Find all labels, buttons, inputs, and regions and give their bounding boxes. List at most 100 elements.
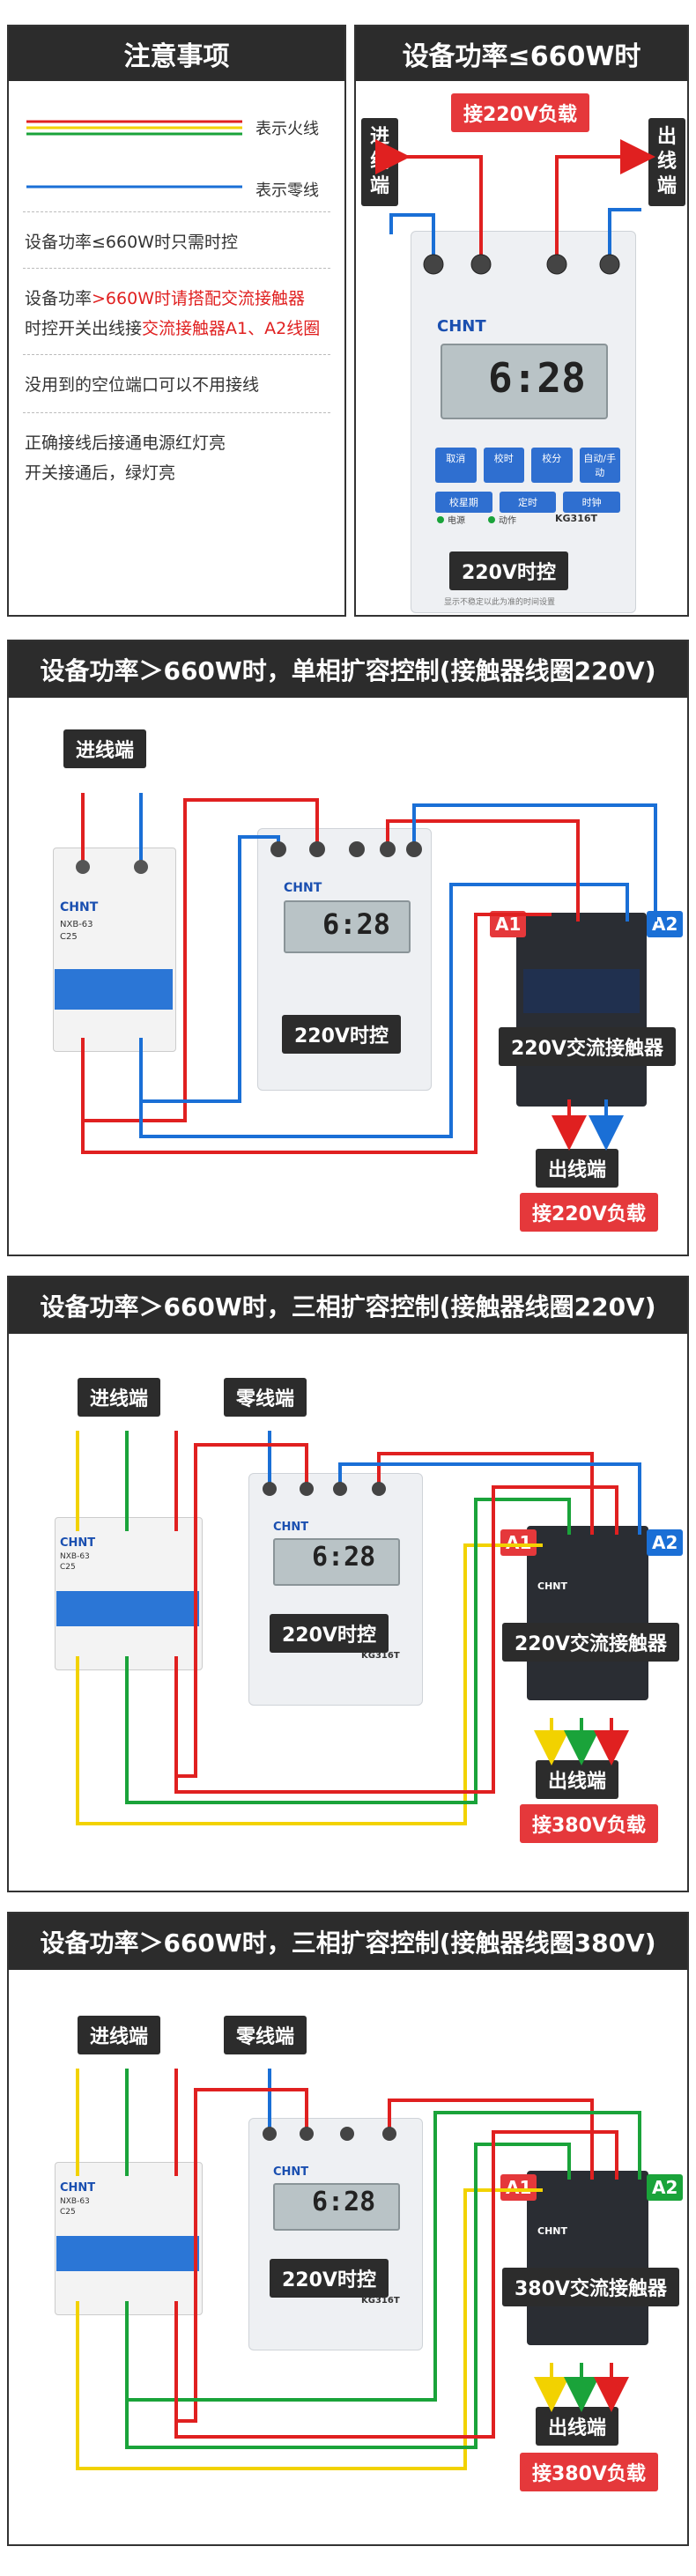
panel4-timer-terminal-2 bbox=[300, 2127, 314, 2141]
note-line-2b: 时控开关出线接交流接触器A1、A2线圈 bbox=[25, 315, 320, 339]
legend-fire-label: 表示火线 bbox=[255, 120, 319, 138]
panel-le660w: 设备功率≤660W时 接220V负载 CHNT 6:28 取消 校时 校分 自动… bbox=[354, 25, 689, 617]
panel1-lcd-time: 6:28 bbox=[488, 354, 586, 402]
panel2-in-label: 进线端 bbox=[63, 729, 147, 768]
panel4-breaker-model: NXB-63 bbox=[60, 2197, 90, 2206]
panel4-contactor bbox=[527, 2171, 648, 2345]
panel3-timer-brand: CHNT bbox=[273, 1521, 309, 1534]
panel3-a1-tag: A1 bbox=[500, 1529, 537, 1556]
panel3-timer-terminal-1 bbox=[263, 1482, 277, 1496]
panel4-timer-terminal-4 bbox=[382, 2127, 396, 2141]
panel1-timer-body bbox=[411, 231, 636, 613]
panel4-lcd bbox=[273, 2183, 400, 2231]
panel3-breaker-model: NXB-63 bbox=[60, 1552, 90, 1561]
panel1-title: 设备功率≤660W时 bbox=[356, 26, 687, 81]
panel4-lcd-time: 6:28 bbox=[312, 2187, 376, 2217]
panel2-lcd-time: 6:28 bbox=[322, 907, 391, 941]
notes-legend-lines bbox=[26, 120, 242, 189]
panel1-buttons: 取消 校时 校分 自动/手动 校星期 定时 时钟 bbox=[435, 448, 621, 513]
notes-title: 注意事项 bbox=[9, 26, 344, 81]
note-line-5: 开关接通后，绿灯亮 bbox=[25, 463, 176, 483]
panel4-neutral-label: 零线端 bbox=[224, 2016, 307, 2054]
panel1-btn-cancel[interactable]: 取消 bbox=[435, 448, 477, 483]
panel3-breaker-blue bbox=[56, 1591, 199, 1626]
panel4-contactor-brand: CHNT bbox=[537, 2225, 567, 2237]
note-line-4: 正确接线后接通电源红灯亮 bbox=[25, 433, 226, 453]
panel1-led-action: 动作 bbox=[488, 513, 516, 526]
panel-three-phase-380: 设备功率＞660W时，三相扩容控制(接触器线圈380V) 进线端 零线端 CHN… bbox=[7, 1912, 689, 2546]
panel4-a1-tag: A1 bbox=[500, 2174, 537, 2201]
note-line-2b-red: 交流接触器A1、A2线圈 bbox=[142, 319, 321, 338]
panel2-breaker-brand: CHNT bbox=[60, 900, 99, 914]
panel3-timer-terminal-2 bbox=[300, 1482, 314, 1496]
panel4-breaker-brand: CHNT bbox=[60, 2181, 96, 2195]
note-line-2b-pre: 时控开关出线接 bbox=[25, 319, 143, 338]
panel2-a2-tag: A2 bbox=[647, 911, 684, 937]
panel3-contactor bbox=[527, 1526, 648, 1700]
note-line-2a-pre: 设备功率 bbox=[25, 289, 93, 308]
panel1-btn-timing[interactable]: 定时 bbox=[499, 492, 557, 513]
note-line-3: 没用到的空位端口可以不用接线 bbox=[25, 375, 260, 395]
panel4-breaker-rating: C25 bbox=[60, 2208, 76, 2217]
panel3-lcd bbox=[273, 1538, 400, 1586]
panel2-breaker-model: NXB-63 bbox=[60, 920, 93, 929]
panel4-breaker-blue bbox=[56, 2236, 199, 2271]
panel3-model: KG316T bbox=[361, 1651, 400, 1661]
panel1-terminal-3 bbox=[546, 254, 567, 275]
panel1-btn-auto[interactable]: 自动/手动 bbox=[579, 448, 620, 483]
panel3-neutral-label: 零线端 bbox=[224, 1378, 307, 1417]
panel4-timer-body bbox=[248, 2118, 423, 2350]
panel3-contactor-brand: CHNT bbox=[537, 1580, 567, 1592]
panel3-load-tag: 接380V负载 bbox=[520, 1804, 658, 1843]
panel4-wiring bbox=[76, 2069, 641, 2470]
panel3-breaker-brand: CHNT bbox=[60, 1536, 96, 1550]
panel1-terminal-2 bbox=[470, 254, 492, 275]
panel1-btn-set-min[interactable]: 校分 bbox=[531, 448, 573, 483]
panel2-timer-name: 220V时控 bbox=[282, 1015, 401, 1054]
panel2-out-label: 出线端 bbox=[536, 1149, 619, 1188]
panel1-terminal-1 bbox=[423, 254, 444, 275]
note-line-2a-red: >660W时请搭配交流接触器 bbox=[92, 289, 305, 308]
panel3-a2-tag: A2 bbox=[647, 1529, 684, 1556]
panel1-led-action-label: 动作 bbox=[499, 516, 516, 526]
panel4-timer-terminal-1 bbox=[263, 2127, 277, 2141]
panel3-out-label: 出线端 bbox=[536, 1760, 619, 1799]
note-line-1: 设备功率≤660W时只需时控 bbox=[25, 233, 238, 252]
panel3-contactor-name: 220V交流接触器 bbox=[502, 1623, 679, 1662]
panel4-contactor-name: 380V交流接触器 bbox=[502, 2268, 679, 2306]
panel1-btn-week[interactable]: 校星期 bbox=[435, 492, 492, 513]
panel3-title: 设备功率＞660W时，三相扩容控制(接触器线圈220V) bbox=[9, 1277, 687, 1334]
panel3-lcd-time: 6:28 bbox=[312, 1542, 376, 1573]
panel4-timer-name: 220V时控 bbox=[270, 2259, 389, 2298]
panel3-timer-name: 220V时控 bbox=[270, 1614, 389, 1653]
panel-single-phase: 设备功率＞660W时，单相扩容控制(接触器线圈220V) 进线端 CHNT NX… bbox=[7, 640, 689, 1256]
legend-neutral-label: 表示零线 bbox=[255, 181, 319, 200]
panel1-led-power: 电源 bbox=[437, 513, 465, 526]
panel3-in-label: 进线端 bbox=[78, 1378, 161, 1417]
panel2-breaker bbox=[53, 848, 176, 1052]
panel3-timer-body bbox=[248, 1473, 423, 1706]
panel1-load-tag: 接220V负载 bbox=[451, 93, 589, 132]
panel2-breaker-terminal-1 bbox=[76, 860, 90, 874]
panel2-timer-terminal-4 bbox=[380, 841, 396, 857]
panel3-breaker-rating: C25 bbox=[60, 1563, 76, 1572]
panel1-btn-set-hour[interactable]: 校时 bbox=[483, 448, 524, 483]
panel2-timer-brand: CHNT bbox=[284, 881, 322, 895]
panel1-timer-brand: CHNT bbox=[437, 317, 486, 336]
panel4-in-label: 进线端 bbox=[78, 2016, 161, 2054]
panel4-a2-tag: A2 bbox=[647, 2174, 684, 2201]
panel2-load-tag: 接220V负载 bbox=[520, 1193, 658, 1232]
panel4-out-label: 出线端 bbox=[536, 2407, 619, 2446]
panel-three-phase-220: 设备功率＞660W时，三相扩容控制(接触器线圈220V) 进线端 零线端 CHN… bbox=[7, 1276, 689, 1892]
panel3-wiring bbox=[76, 1431, 641, 1825]
panel3-timer-terminal-4 bbox=[372, 1482, 386, 1496]
panel1-btn-clock[interactable]: 时钟 bbox=[563, 492, 621, 513]
panel1-lcd bbox=[441, 344, 608, 419]
panel1-out-label: 出线端 bbox=[648, 118, 685, 206]
panel2-timer-terminal-5 bbox=[406, 841, 422, 857]
panel4-load-tag: 接380V负载 bbox=[520, 2453, 658, 2491]
panel1-model: KG316T bbox=[555, 513, 598, 524]
panel4-title: 设备功率＞660W时，三相扩容控制(接触器线圈380V) bbox=[9, 1913, 687, 1970]
panel1-terminal-4 bbox=[599, 254, 620, 275]
panel2-breaker-rating: C25 bbox=[60, 932, 78, 942]
